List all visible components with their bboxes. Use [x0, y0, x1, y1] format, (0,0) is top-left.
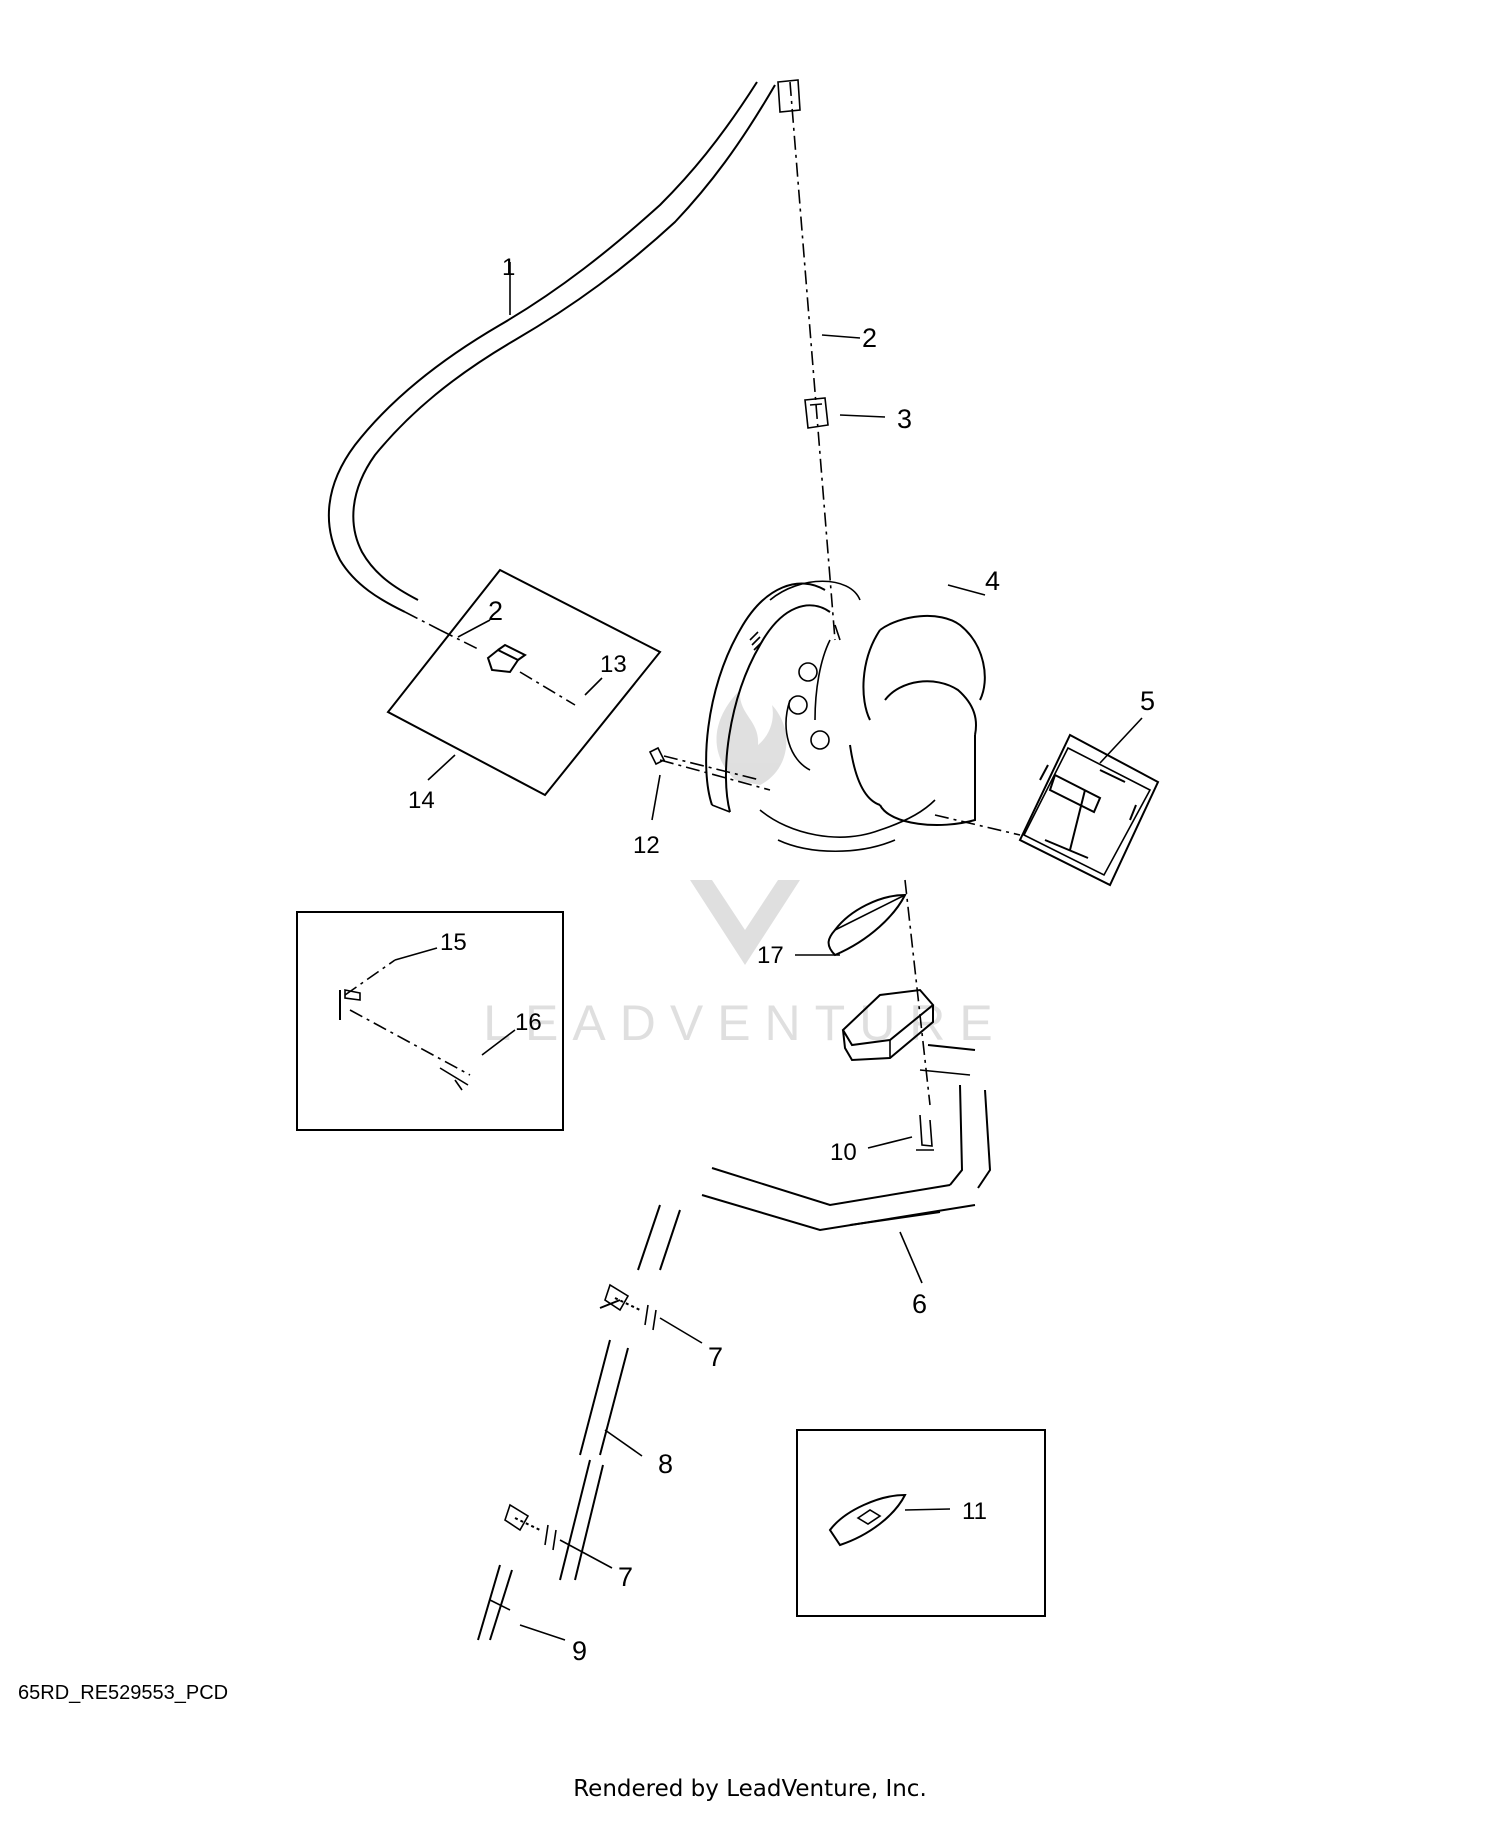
- tube-assembly-parts-7-8-9[interactable]: [477, 1283, 657, 1641]
- render-credit: Rendered by LeadVenture, Inc.: [573, 1776, 927, 1802]
- pump-housing-part-4[interactable]: [659, 580, 986, 853]
- gasket-part-17[interactable]: [827, 893, 907, 957]
- diagram-id: 65RD_RE529553_PCD: [18, 1682, 229, 1704]
- fitting-part-12[interactable]: [648, 746, 761, 781]
- bolt-part-10[interactable]: [916, 1114, 934, 1151]
- plate-part-5[interactable]: [934, 733, 1160, 887]
- callout-12: 12: [633, 832, 660, 859]
- inset-box-15-16[interactable]: [296, 911, 564, 1131]
- callout-5: 5: [1140, 686, 1155, 716]
- callout-3: 3: [897, 404, 912, 434]
- callout-2-upper: 2: [862, 323, 877, 353]
- callout-16: 16: [515, 1009, 542, 1036]
- callout-1: 1: [502, 254, 515, 281]
- callout-4: 4: [985, 566, 1000, 596]
- hose-part-1[interactable]: [327, 81, 776, 631]
- watermark-text: LEADVENTURE: [483, 995, 1007, 1051]
- pipe-part-6[interactable]: [637, 1044, 992, 1271]
- callout-8: 8: [658, 1449, 673, 1479]
- callout-10: 10: [830, 1139, 857, 1166]
- callout-2-lower: 2: [488, 596, 503, 626]
- callout-9: 9: [572, 1636, 587, 1666]
- callout-11: 11: [962, 1498, 987, 1525]
- callout-15: 15: [440, 929, 467, 956]
- callout-13: 13: [600, 651, 627, 678]
- callout-14: 14: [408, 787, 435, 814]
- elbow-block[interactable]: [841, 879, 935, 1106]
- callout-17: 17: [757, 942, 784, 969]
- leader-lines: [394, 262, 1143, 1641]
- inset-box-11[interactable]: [796, 1429, 1046, 1617]
- callout-7-upper: 7: [708, 1342, 723, 1372]
- callouts: 1 2 3 4 5 2 13 14 12 15 16 17 10 6 7 8 7…: [408, 254, 1155, 1666]
- bracket-plate-part-14[interactable]: [386, 568, 662, 797]
- callout-6: 6: [912, 1289, 927, 1319]
- fitting-part-2-3[interactable]: [777, 79, 836, 641]
- callout-7-lower: 7: [618, 1562, 633, 1592]
- watermark-logo: LEADVENTURE: [483, 690, 1007, 1051]
